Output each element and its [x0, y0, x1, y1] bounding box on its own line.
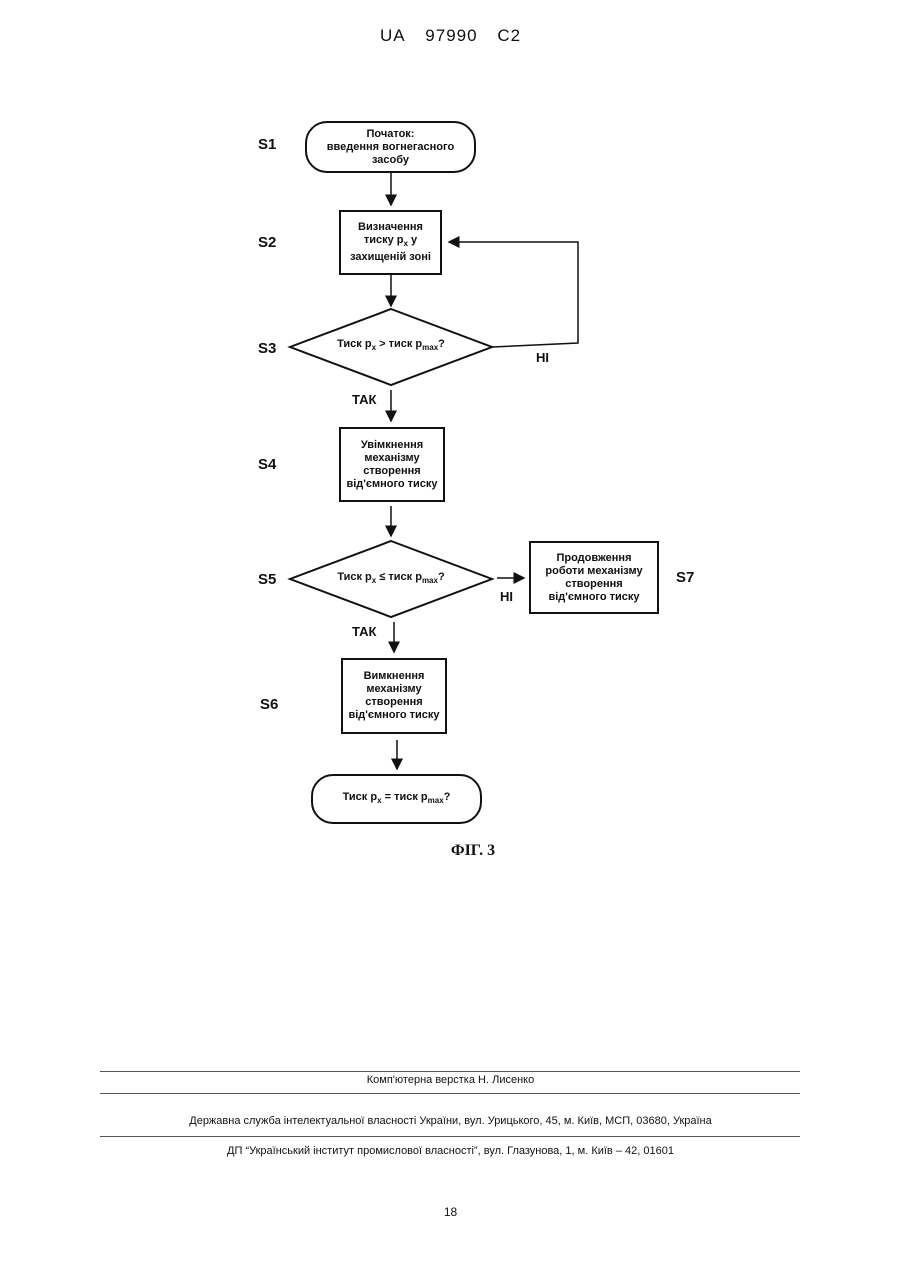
decision-s3-text: Тиск px > тиск pmax? [300, 338, 482, 352]
step-label-s4: S4 [258, 456, 276, 473]
measure-line-2: тиску px у [350, 234, 431, 250]
footer-typesetting: Комп'ютерна верстка Н. Лисенко [0, 1074, 901, 1086]
continue-line-3: створення [545, 578, 642, 591]
footer-office: Державна служба інтелектуальної власност… [0, 1115, 901, 1127]
disable-line-4: від'ємного тиску [348, 709, 439, 722]
page-number: 18 [0, 1205, 901, 1219]
disable-mechanism-box: Вимкнення механізму створення від'ємного… [341, 658, 447, 734]
footer-rule-3 [100, 1136, 800, 1137]
measure-line-3: захищеній зоні [350, 251, 431, 264]
branch-no-s5: НІ [500, 589, 513, 604]
step-label-s1: S1 [258, 136, 276, 153]
footer-rule-1 [100, 1071, 800, 1072]
footer-institute: ДП “Український інститут промислової вла… [0, 1145, 901, 1157]
step-label-s5: S5 [258, 571, 276, 588]
enable-line-2: механізму [346, 452, 437, 465]
continue-line-2: роботи механізму [545, 565, 642, 578]
branch-no-s3: НІ [536, 350, 549, 365]
enable-line-3: створення [346, 465, 437, 478]
footer-rule-2 [100, 1093, 800, 1094]
step-label-s3: S3 [258, 340, 276, 357]
measure-line-1: Визначення [350, 221, 431, 234]
disable-line-3: створення [348, 696, 439, 709]
branch-yes-s5: ТАК [352, 624, 376, 639]
start-line-2: введення вогнегасного [327, 141, 454, 154]
branch-yes-s3: ТАК [352, 392, 376, 407]
enable-line-4: від'ємного тиску [346, 478, 437, 491]
disable-line-1: Вимкнення [348, 670, 439, 683]
start-terminal: Початок: введення вогнегасного засобу [305, 121, 476, 173]
arrow-s3-no-loop [449, 242, 578, 347]
end-terminal: Тиск px = тиск pmax? [311, 774, 482, 824]
continue-mechanism-box: Продовження роботи механізму створення в… [529, 541, 659, 614]
continue-line-1: Продовження [545, 552, 642, 565]
decision-s5-text: Тиск px ≤ тиск pmax? [300, 571, 482, 585]
step-label-s7: S7 [676, 569, 694, 586]
disable-line-2: механізму [348, 683, 439, 696]
measure-pressure-box: Визначення тиску px у захищеній зоні [339, 210, 442, 275]
start-line-1: Початок: [327, 128, 454, 141]
step-label-s2: S2 [258, 234, 276, 251]
enable-line-1: Увімкнення [346, 439, 437, 452]
step-label-s6: S6 [260, 696, 278, 713]
enable-mechanism-box: Увімкнення механізму створення від'ємног… [339, 427, 445, 502]
figure-caption: ФІГ. 3 [0, 842, 901, 860]
continue-line-4: від'ємного тиску [545, 591, 642, 604]
start-line-3: засобу [327, 154, 454, 167]
